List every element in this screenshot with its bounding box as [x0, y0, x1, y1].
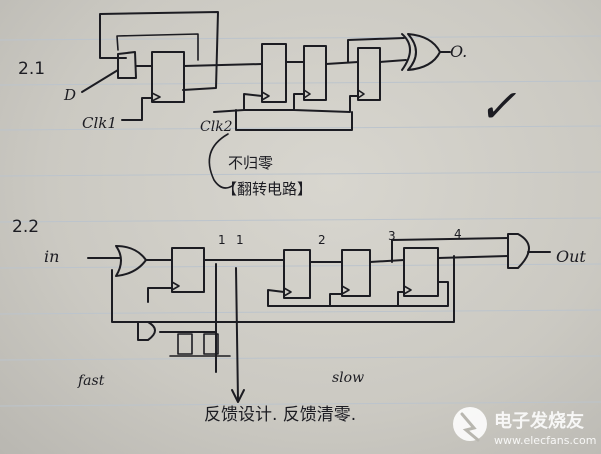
input-d-label: D	[63, 86, 76, 104]
annotation-line-2: 【翻转电路】	[222, 180, 312, 198]
flip-flop-1-clock	[151, 92, 161, 102]
or-gate	[115, 245, 147, 277]
notebook-ruling	[0, 35, 601, 407]
tap-label: 1	[218, 233, 226, 247]
flip-flop-3-clock	[303, 89, 311, 99]
flip-flop-3-clock	[341, 285, 350, 295]
clk2-label: Clk2	[200, 119, 233, 135]
flip-flop-4	[357, 47, 381, 101]
ff3-to-ff4-wire	[369, 259, 405, 263]
flip-flop-1	[171, 247, 205, 293]
ff3-to-ff4-wire	[325, 61, 359, 65]
watermark-brand: 电子发烧友	[494, 410, 584, 432]
flip-flop-1	[151, 51, 185, 103]
section-number-2-1: 2.1	[18, 59, 45, 79]
flip-flop-2	[283, 249, 311, 299]
flip-flop-2	[261, 43, 287, 103]
section-number-2-2: 2.2	[12, 217, 39, 237]
flip-flop-3	[303, 45, 327, 101]
annotation-pointer	[208, 133, 233, 189]
flip-flop-2-clock	[261, 91, 270, 101]
xor-gate	[401, 33, 441, 71]
main-data-wire	[183, 63, 263, 67]
tap-line-2	[235, 267, 239, 401]
input-gate	[117, 51, 137, 79]
watermark: 电子发烧友 www.elecfans.com	[453, 407, 596, 447]
small-and-gate	[137, 321, 156, 341]
and-gate	[507, 233, 530, 269]
flip-flop-2-clock	[283, 287, 292, 297]
clk1-wire	[121, 97, 153, 121]
slow-label: slow	[332, 370, 364, 386]
and-bypass-wire	[391, 237, 509, 263]
circuit-2-1: 2.1 D Clk1 Clk2 O.	[18, 11, 517, 198]
fast-label: fast	[77, 373, 105, 389]
small-flip-flop-1	[177, 333, 193, 355]
output-out-label: Out	[556, 247, 586, 266]
tap-label: 2	[318, 233, 326, 247]
bottom-caption: 反馈设计. 反馈清零.	[204, 405, 356, 425]
watermark-url: www.elecfans.com	[494, 434, 596, 447]
clock-bus	[267, 281, 449, 307]
clk1-label: Clk1	[82, 114, 117, 132]
inner-loop	[116, 33, 199, 61]
feedback-wire	[111, 255, 455, 323]
tap-label: 3	[388, 229, 396, 243]
feedback-loop	[99, 11, 219, 91]
ff1-clock-wire	[147, 287, 173, 303]
tap-label: 4	[454, 227, 462, 241]
flip-flop-4-clock	[403, 285, 412, 295]
output-o-label: O.	[450, 42, 467, 61]
bottom-bus	[235, 109, 353, 131]
down-arrow-icon	[231, 389, 245, 403]
annotation-line-1: 不归零	[228, 154, 273, 172]
input-d-wire	[81, 69, 119, 93]
flip-flop-1-clock	[171, 281, 180, 291]
flip-flop-3	[341, 249, 371, 297]
tap-label: 1	[236, 233, 244, 247]
input-in-label: in	[44, 247, 59, 266]
circuit-2-2: 2.2 in Out 1 1 2 3 4	[12, 217, 586, 425]
xor-bypass-wire	[347, 37, 405, 63]
ff4-to-and-wire	[437, 255, 509, 259]
check-mark-icon: ✓	[478, 79, 517, 133]
watermark-logo-icon	[453, 407, 487, 442]
small-flip-flop-2	[203, 333, 219, 355]
flip-flop-4-clock	[357, 89, 365, 99]
ff4-to-xor-wire	[379, 59, 407, 63]
clk2-bus	[213, 93, 359, 113]
flip-flop-4	[403, 247, 439, 297]
